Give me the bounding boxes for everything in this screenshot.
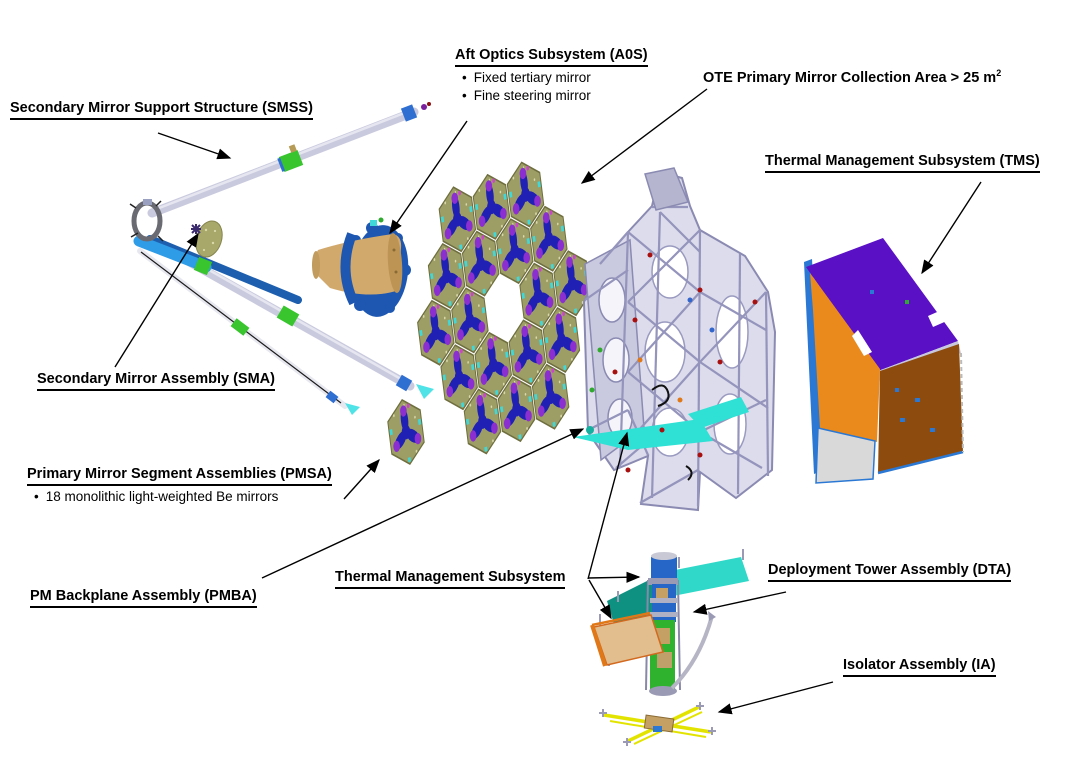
- tms-left-panel: [810, 273, 880, 442]
- label-pmsa: Primary Mirror Segment Assemblies (PMSA)…: [27, 466, 332, 504]
- tms-bottom-panel: [815, 427, 876, 484]
- truss-member: [650, 211, 662, 499]
- aos-bullet-1: •Fixed tertiary mirror: [462, 69, 591, 85]
- tms-right-panel: [878, 344, 963, 473]
- callout-arrow: [389, 120, 468, 235]
- callout-arrow: [587, 571, 641, 583]
- truss-member: [639, 469, 699, 504]
- smss-graphic: [129, 102, 434, 415]
- truss-member: [699, 361, 769, 409]
- callout-arrow: [921, 181, 982, 275]
- tms-graphic: [804, 238, 964, 484]
- label-smss: Secondary Mirror Support Structure (SMSS…: [10, 100, 313, 120]
- callout-arrow: [717, 681, 834, 715]
- label-ia: Isolator Assembly (IA): [843, 657, 996, 677]
- truss-member: [764, 291, 770, 477]
- truss-member: [584, 269, 629, 301]
- label-aos: Aft Optics Subsystem (A0S) •Fixed tertia…: [455, 47, 648, 104]
- smss-hub: [129, 199, 164, 242]
- callout-arrow: [261, 428, 585, 579]
- ia-graphic: [599, 702, 716, 746]
- tms-top-panel: [806, 238, 958, 371]
- aos-graphic: [312, 217, 411, 317]
- label-ote-area: OTE Primary Mirror Collection Area > 25 …: [703, 68, 1002, 86]
- callout-arrow: [114, 232, 199, 368]
- superscript-2: 2: [996, 68, 1002, 78]
- backplane-radiator-panel: [573, 419, 713, 450]
- callout-arrow: [343, 458, 380, 500]
- callout-arrow: [587, 431, 630, 580]
- callout-arrow: [157, 132, 232, 160]
- truss-member: [629, 361, 701, 441]
- callout-arrow: [580, 88, 708, 184]
- bullet-dot: •: [34, 488, 39, 504]
- truss-member: [696, 229, 702, 507]
- truss-member: [699, 291, 767, 331]
- truss-member: [627, 231, 701, 293]
- dta-graphic: [590, 549, 749, 696]
- annotation-arrows: [114, 88, 982, 715]
- truss-member: [659, 211, 701, 253]
- truss-member: [599, 231, 629, 265]
- dta-rod: [670, 615, 714, 690]
- pmsa-bullet-1: •18 monolithic light-weighted Be mirrors: [34, 488, 279, 504]
- bullet-dot: •: [462, 69, 467, 85]
- truss-member: [627, 229, 701, 303]
- pmsa-segment: [384, 393, 428, 471]
- label-tms: Thermal Management Subsystem (TMS): [765, 153, 1040, 173]
- label-pmba: PM Backplane Assembly (PMBA): [30, 588, 257, 608]
- label-sma: Secondary Mirror Assembly (SMA): [37, 371, 275, 391]
- aos-cone: [313, 234, 402, 295]
- callout-arrow: [588, 579, 612, 620]
- backplane-graphic: [573, 167, 777, 512]
- label-tms-bottom: Thermal Management Subsystem: [335, 569, 566, 589]
- callout-arrow: [692, 591, 787, 615]
- sma-mount-star: [191, 224, 201, 234]
- primary-mirror-array: [414, 155, 594, 461]
- aos-bullet-2: •Fine steering mirror: [462, 88, 591, 104]
- label-dta: Deployment Tower Assembly (DTA): [768, 562, 1012, 582]
- bullet-dot: •: [462, 88, 467, 104]
- truss-member: [587, 409, 629, 431]
